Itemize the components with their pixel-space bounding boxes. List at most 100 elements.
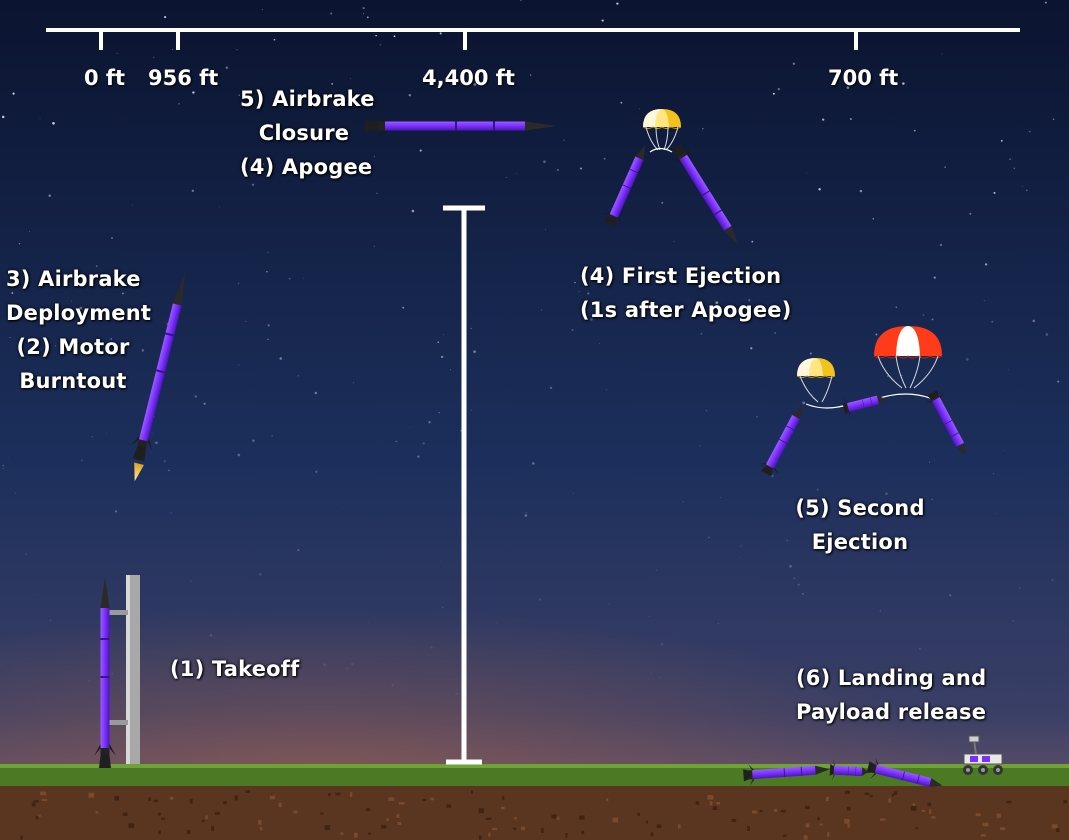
star: [110, 338, 113, 340]
star: [620, 101, 623, 104]
star: [87, 679, 90, 682]
soil-speck: [189, 798, 193, 804]
star: [740, 545, 742, 547]
star: [748, 299, 751, 302]
star: [145, 552, 147, 554]
soil-speck: [891, 793, 894, 797]
soil-speck: [161, 817, 166, 820]
soil-speck: [565, 833, 568, 838]
soil-speck: [650, 832, 654, 837]
star: [922, 314, 925, 316]
stage-label-second-ejection: (5) Second Ejection: [792, 491, 928, 559]
label-line: Burntout: [19, 369, 127, 393]
soil-speck: [888, 798, 891, 803]
star: [441, 606, 444, 608]
star: [793, 577, 796, 580]
star: [483, 71, 486, 74]
star: [440, 355, 444, 359]
star: [417, 455, 420, 458]
soil-speck: [803, 835, 808, 840]
star: [258, 572, 262, 576]
soil-speck: [521, 826, 525, 830]
soil-speck: [637, 812, 640, 816]
star: [571, 328, 574, 332]
label-line: (1s after Apogee): [580, 298, 792, 322]
soil-speck: [707, 795, 714, 800]
star: [428, 420, 431, 424]
label-line: (5) Second: [795, 496, 925, 520]
star: [1052, 118, 1055, 121]
soil-speck: [551, 814, 557, 819]
scale-label-3: 700 ft: [828, 66, 899, 90]
star: [804, 635, 806, 637]
star: [79, 306, 83, 310]
soil-speck: [31, 802, 36, 807]
star: [114, 510, 118, 513]
soil-speck: [847, 823, 850, 828]
soil-speck: [422, 798, 427, 802]
star: [789, 564, 792, 568]
soil-speck: [819, 823, 823, 826]
soil-speck: [921, 809, 926, 812]
star: [275, 95, 278, 98]
soil-speck: [782, 834, 787, 837]
star: [786, 539, 789, 542]
star: [954, 677, 956, 679]
soil-speck: [910, 806, 917, 811]
star: [267, 324, 270, 327]
soil-speck: [293, 810, 298, 814]
soil-speck: [381, 825, 387, 829]
star: [25, 387, 27, 389]
star: [993, 473, 994, 475]
star: [52, 121, 55, 125]
star: [797, 583, 800, 586]
rocket-burnout: [127, 270, 196, 482]
star: [789, 315, 791, 317]
altitude-bar-icon: [443, 205, 485, 765]
soil-speck: [1000, 827, 1006, 831]
soil-speck: [350, 792, 353, 797]
soil-speck: [581, 830, 585, 835]
soil-speck: [211, 826, 215, 831]
star: [341, 507, 343, 508]
soil-speck: [488, 832, 491, 837]
star: [984, 263, 988, 266]
soil-speck: [153, 799, 158, 803]
star: [1032, 319, 1036, 323]
star: [969, 212, 972, 215]
soil-speck: [678, 824, 681, 829]
star: [616, 2, 619, 5]
star: [352, 382, 354, 384]
star: [189, 681, 191, 683]
star: [455, 692, 458, 696]
star: [1000, 139, 1003, 142]
soil-speck: [982, 822, 989, 827]
star: [1022, 186, 1023, 188]
soil-speck: [485, 817, 492, 820]
star: [859, 189, 863, 193]
star: [549, 671, 551, 672]
soil-speck: [269, 795, 275, 800]
star: [155, 441, 158, 445]
horizon-glow: [0, 500, 1069, 770]
star: [81, 459, 83, 462]
star: [1026, 189, 1028, 192]
star: [1007, 369, 1009, 371]
star: [715, 301, 719, 305]
soil-speck: [35, 815, 39, 820]
star: [330, 12, 333, 15]
star: [700, 332, 703, 335]
star: [430, 646, 433, 649]
star: [324, 130, 326, 131]
stage-label-takeoff: (1) Takeoff: [170, 652, 299, 686]
star: [2, 464, 5, 467]
star: [288, 277, 291, 280]
star: [660, 643, 664, 646]
star: [532, 462, 535, 465]
star: [699, 445, 701, 447]
star: [111, 672, 113, 675]
star: [496, 622, 498, 624]
star: [751, 240, 754, 243]
star: [12, 92, 15, 95]
star: [116, 52, 118, 54]
